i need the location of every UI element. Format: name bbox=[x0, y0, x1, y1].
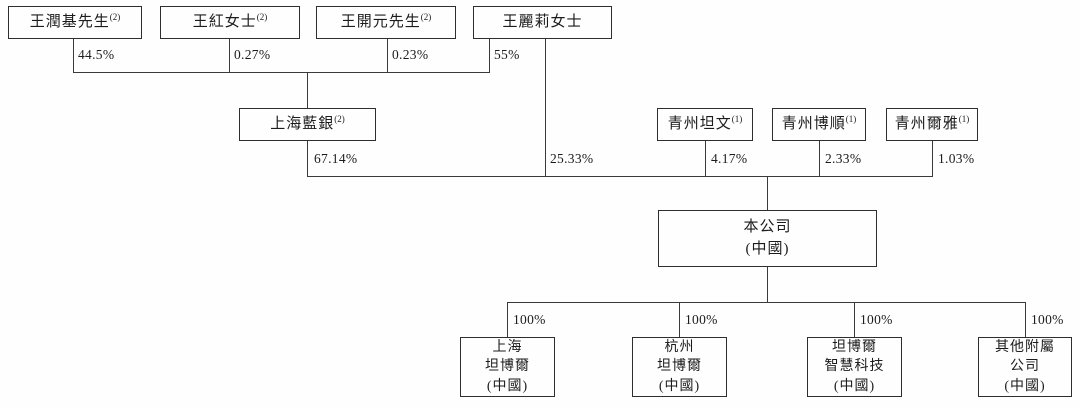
entity-box-shanghai-lanyin: 上海藍銀(2) bbox=[239, 108, 376, 141]
entity-box-shanghai-tanboer: 上海 坦博爾 (中國) bbox=[460, 337, 555, 397]
entity-label: 青州坦文(1) bbox=[667, 113, 743, 132]
connector-wang-hong-down bbox=[229, 39, 230, 72]
connector-bus2 bbox=[307, 176, 933, 177]
connector-sub3-down bbox=[854, 302, 855, 337]
ownership-pct-qingzhou-erya: 1.03% bbox=[938, 151, 975, 166]
ownership-pct-wang-lili-direct: 25.33% bbox=[550, 151, 594, 166]
company-country: (中國) bbox=[745, 240, 790, 257]
connector-sub1-down bbox=[507, 302, 508, 337]
entity-box-other-subsidiaries: 其他附屬 公司 (中國) bbox=[978, 337, 1072, 397]
entity-label-line: 其他附屬 bbox=[995, 339, 1055, 355]
entity-label: 上海藍銀(2) bbox=[270, 113, 345, 132]
entity-box-company: 本公司 (中國) bbox=[658, 210, 877, 267]
entity-box-wang-hong: 王紅女士(2) bbox=[160, 6, 300, 39]
entity-label-line: 智慧科技 bbox=[824, 359, 885, 375]
footnote-marker: (2) bbox=[420, 11, 432, 22]
footnote-marker: (1) bbox=[845, 113, 857, 124]
ownership-pct-sub3: 100% bbox=[860, 312, 893, 327]
entity-box-hangzhou-tanboer: 杭州 坦博爾 (中國) bbox=[632, 337, 727, 397]
entity-box-qingzhou-tanwen: 青州坦文(1) bbox=[657, 108, 753, 141]
ownership-pct-wang-kaiyuan: 0.23% bbox=[392, 47, 429, 62]
entity-label: 王開元先生(2) bbox=[340, 11, 432, 30]
connector-wang-runji-down bbox=[73, 39, 74, 72]
entity-box-tanboer-smart-tech: 坦博爾 智慧科技 (中國) bbox=[807, 337, 902, 397]
ownership-pct-qingzhou-tanwen: 4.17% bbox=[711, 151, 748, 166]
connector-wang-kaiyuan-down bbox=[387, 39, 388, 72]
entity-box-qingzhou-erya: 青州爾雅(1) bbox=[886, 108, 978, 141]
connector-lanyin-down bbox=[307, 141, 308, 176]
connector-bus3 bbox=[507, 302, 1025, 303]
connector-qingzhou-erya-down bbox=[932, 141, 933, 176]
connector-qingzhou-boshun-down bbox=[819, 141, 820, 176]
connector-bus2-to-company bbox=[767, 176, 768, 210]
connector-sub4-down bbox=[1025, 302, 1026, 337]
connector-company-down bbox=[767, 267, 768, 302]
ownership-pct-wang-runji: 44.5% bbox=[78, 47, 115, 62]
entity-label: 青州博順(1) bbox=[781, 113, 857, 132]
footnote-marker: (1) bbox=[731, 113, 743, 124]
footnote-marker: (2) bbox=[256, 11, 268, 22]
entity-label: 王紅女士(2) bbox=[192, 11, 268, 30]
footnote-marker: (2) bbox=[109, 11, 121, 22]
ownership-pct-wang-hong: 0.27% bbox=[234, 47, 271, 62]
entity-label-line: (中國) bbox=[486, 378, 529, 394]
connector-sub2-down bbox=[679, 302, 680, 337]
entity-box-wang-runji: 王潤基先生(2) bbox=[8, 6, 142, 39]
entity-box-wang-kaiyuan: 王開元先生(2) bbox=[316, 6, 456, 39]
entity-label-line: 坦博爾 bbox=[485, 359, 530, 375]
ownership-pct-sub4: 100% bbox=[1031, 312, 1064, 327]
entity-label-line: 公司 bbox=[1010, 359, 1040, 375]
connector-bus1 bbox=[73, 72, 490, 73]
footnote-marker: (2) bbox=[334, 113, 345, 124]
footnote-marker: (1) bbox=[958, 113, 970, 124]
connector-qingzhou-tanwen-down bbox=[705, 141, 706, 176]
connector-wang-lili-direct-down bbox=[545, 39, 546, 176]
connector-bus1-to-lanyin bbox=[307, 72, 308, 108]
entity-label-line: 坦博爾 bbox=[657, 359, 702, 375]
entity-label-line: 坦博爾 bbox=[832, 339, 877, 355]
entity-label-line: 上海 bbox=[492, 339, 523, 355]
entity-label: 王潤基先生(2) bbox=[29, 11, 121, 30]
entity-box-wang-lili: 王麗莉女士 bbox=[473, 6, 612, 39]
ownership-pct-sub1: 100% bbox=[513, 312, 546, 327]
connector-wang-lili-lanyin-down bbox=[489, 39, 490, 72]
ownership-pct-qingzhou-boshun: 2.33% bbox=[825, 151, 862, 166]
entity-label-line: (中國) bbox=[1004, 378, 1046, 394]
entity-label-line: (中國) bbox=[833, 378, 876, 394]
entity-label-line: (中國) bbox=[658, 378, 701, 394]
ownership-pct-sub2: 100% bbox=[685, 312, 718, 327]
entity-label-line: 杭州 bbox=[664, 339, 695, 355]
entity-box-qingzhou-boshun: 青州博順(1) bbox=[772, 108, 866, 141]
ownership-pct-lanyin: 67.14% bbox=[314, 151, 358, 166]
entity-label: 王麗莉女士 bbox=[502, 13, 583, 30]
entity-label: 青州爾雅(1) bbox=[894, 113, 970, 132]
ownership-pct-wang-lili: 55% bbox=[494, 47, 520, 62]
company-name: 本公司 bbox=[743, 218, 792, 235]
